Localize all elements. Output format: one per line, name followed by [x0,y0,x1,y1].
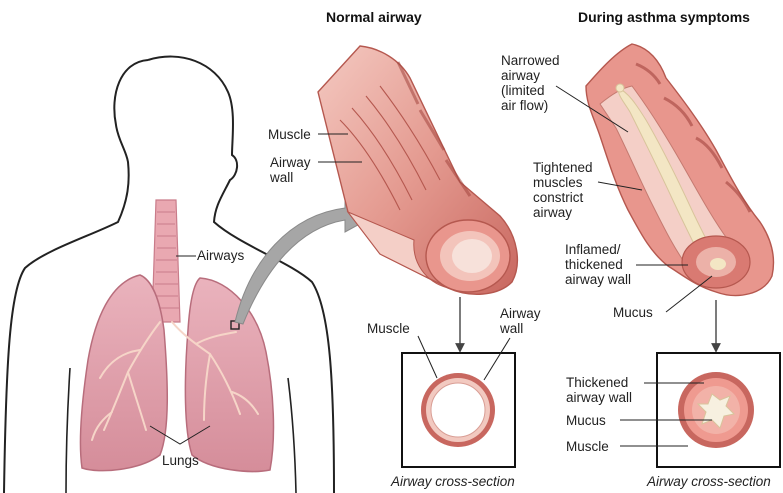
heading-asthma: During asthma symptoms [578,10,750,25]
heading-normal-airway: Normal airway [326,10,422,25]
label-asthma-mucus: Mucus [613,305,653,320]
label-normal-muscle: Muscle [268,127,311,142]
label-normal-cs-muscle: Muscle [367,321,410,336]
label-inflamed-wall: Inflamed/ thickened airway wall [565,242,631,287]
normal-airway-tube [318,46,517,294]
caption-normal-cross-section: Airway cross-section [391,474,515,489]
label-asthma-cs-muscle: Muscle [566,439,609,454]
label-asthma-cs-mucus: Mucus [566,413,606,428]
label-airways: Airways [197,248,244,263]
label-tightened-muscles: Tightened muscles constrict airway [533,160,593,220]
label-normal-airway-wall: Airway wall [270,155,311,185]
normal-cross-section-lumen [431,383,485,437]
label-asthma-cs-thickened: Thickened airway wall [566,375,632,405]
lung-left [80,275,167,471]
caption-asthma-cross-section: Airway cross-section [647,474,771,489]
arm-line-right [288,378,296,493]
label-narrowed-airway: Narrowed airway (limited air flow) [501,53,560,113]
mucus-leader [666,276,712,312]
label-lungs: Lungs [162,453,199,468]
label-normal-cs-airway-wall: Airway wall [500,306,541,336]
lung-right [185,278,273,471]
arm-line-left [66,368,70,493]
